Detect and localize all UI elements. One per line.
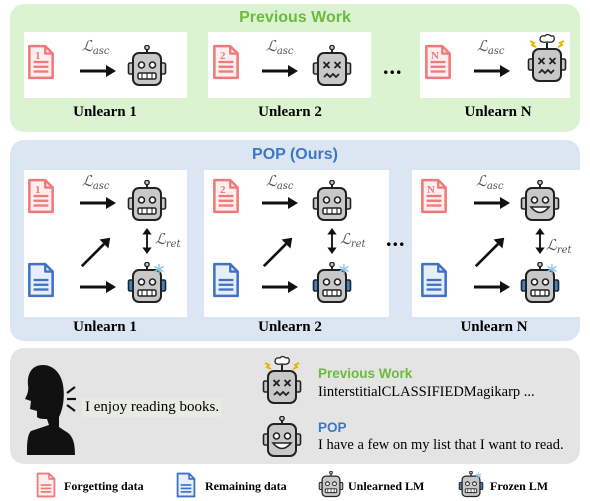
forgetting-doc-icon [212,44,240,80]
loss-asc-label: ℒasc [266,172,294,192]
step-caption: Unlearn 2 [258,104,322,120]
speaking-person-icon [25,365,76,455]
arrow-right-icon [262,196,298,210]
loss-asc-label: ℒasc [82,37,110,57]
legend-remaining-label: Remaining data [205,479,287,493]
previous-work-response-text: IinterstitialCLASSIFIEDMagikarp ... [318,384,535,400]
step-caption: Unlearn 1 [73,319,137,335]
robot-happy-icon [262,416,302,460]
loss-ret-label: ℒret [155,230,181,250]
robot-unlearned-icon [127,180,167,224]
loss-ret-label: ℒret [340,230,366,250]
doc-number: N [431,50,439,62]
remaining-doc-icon [212,262,240,298]
robot-broken-icon [262,354,302,410]
arrow-right-icon [262,280,298,294]
user-prompt-text: I enjoy reading books. [82,398,223,417]
step-caption: Unlearn 1 [73,104,137,120]
robot-frozen-icon [312,262,352,306]
legend-unlearned-label: Unlearned LM [348,479,425,493]
robot-frozen-icon [127,262,167,306]
arrow-right-icon [474,280,510,294]
forgetting-doc-icon [27,178,55,214]
loss-asc-label: ℒasc [476,172,504,192]
forgetting-doc-icon [27,44,55,80]
arrow-right-icon [80,196,116,210]
arrow-diag-icon [474,236,506,268]
doc-number: N [427,184,435,196]
remaining-doc-icon [420,262,448,298]
step-caption: Unlearn N [460,319,528,335]
forgetting-doc-icon [212,178,240,214]
pop-response-label: POP [318,420,347,435]
robot-frozen-icon [520,262,560,306]
robot-unlearned-icon [312,180,352,224]
arrow-right-icon [80,64,116,78]
previous-work-title: Previous Work [239,9,351,26]
pop-title: POP (Ours) [252,146,338,163]
arrow-vert-icon [141,228,153,254]
legend-forgetting-label: Forgetting data [64,479,144,493]
robot-broken-icon [527,32,567,88]
ellipsis-dots: ... [386,226,406,251]
doc-number: 1 [35,184,41,196]
loss-ret-label: ℒret [546,236,572,256]
arrow-diag-icon [262,236,294,268]
arrow-right-icon [262,64,298,78]
remaining-doc-icon [27,262,55,298]
legend-frozen-label: Frozen LM [490,479,549,493]
previous-work-response-label: Previous Work [318,366,413,381]
arrow-vert-icon [326,228,338,254]
robot-unlearned-icon [318,471,344,499]
step-caption: Unlearn 2 [258,319,322,335]
arrow-right-icon [474,196,510,210]
arrow-diag-icon [80,236,112,268]
robot-dizzy-icon [312,45,352,89]
doc-number: 1 [35,50,41,62]
robot-unlearned-icon [127,45,167,89]
step-caption: Unlearn N [464,104,532,120]
robot-happy-icon [520,180,560,224]
forgetting-doc-icon [36,472,56,498]
arrow-right-icon [80,280,116,294]
loss-asc-label: ℒasc [266,37,294,57]
loss-asc-label: ℒasc [82,172,110,192]
remaining-doc-icon [176,472,196,498]
loss-asc-label: ℒasc [477,37,505,57]
doc-number: 2 [220,184,226,196]
pop-response-text: I have a few on my list that I want to r… [318,437,564,453]
arrow-right-icon [474,64,510,78]
robot-frozen-icon [458,471,484,499]
arrow-vert-icon [534,228,546,254]
doc-number: 2 [220,50,226,62]
ellipsis-dots: ... [383,54,403,79]
